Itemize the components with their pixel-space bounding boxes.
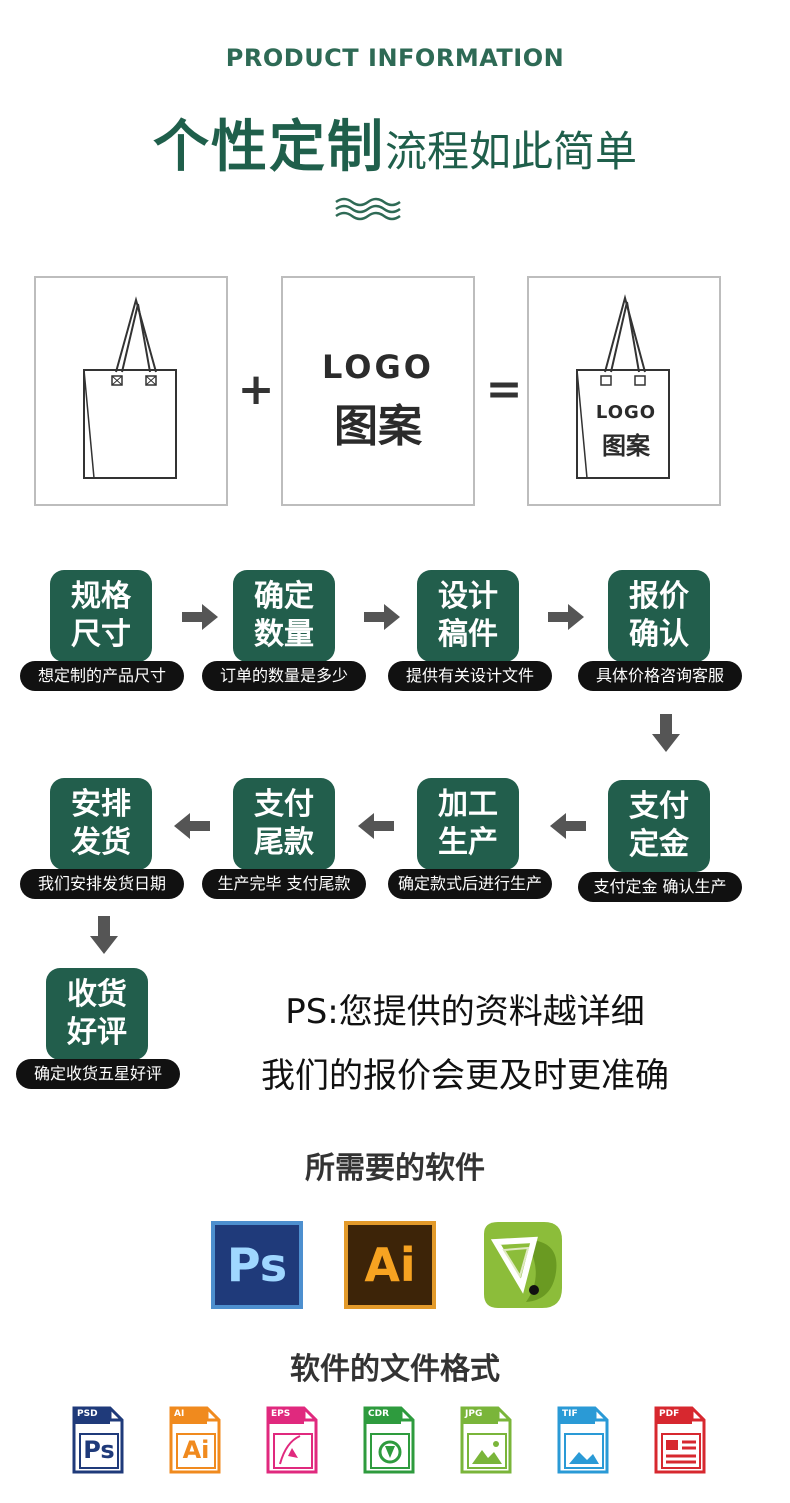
step-title: 数量 bbox=[254, 617, 314, 652]
software-title: 所需要的软件 bbox=[305, 1151, 485, 1186]
file-format-tag: EPS bbox=[271, 1409, 291, 1419]
equals-sign: = bbox=[485, 364, 523, 415]
printed-bag-panel: LOGO 图案 bbox=[527, 276, 721, 506]
step-title: 设计 bbox=[438, 579, 498, 614]
coreldraw-icon bbox=[474, 1220, 566, 1310]
eps-file-icon: EPS bbox=[266, 1406, 318, 1478]
step-caption: 具体价格咨询客服 bbox=[578, 661, 742, 691]
step-caption: 提供有关设计文件 bbox=[388, 661, 552, 691]
pdf-file-icon: PDF bbox=[654, 1406, 706, 1478]
formats-title: 软件的文件格式 bbox=[290, 1352, 500, 1387]
step-arrange-shipping: 安排 发货 bbox=[50, 778, 152, 870]
tote-bag-with-logo-icon bbox=[576, 294, 670, 479]
step-title: 发货 bbox=[71, 825, 131, 860]
step-title: 尾款 bbox=[254, 825, 314, 860]
step-title: 安排 bbox=[71, 787, 131, 822]
step-title: 稿件 bbox=[438, 617, 498, 652]
step-caption: 生产完毕 支付尾款 bbox=[202, 869, 366, 899]
arrow-right-icon bbox=[548, 604, 584, 630]
file-format-tag: PDF bbox=[659, 1409, 680, 1419]
step-spec-size: 规格 尺寸 bbox=[50, 570, 152, 662]
file-format-glyph: Ai bbox=[182, 1436, 210, 1464]
arrow-right-icon bbox=[182, 604, 218, 630]
step-title: 收货 bbox=[67, 977, 127, 1012]
file-format-tag: TIF bbox=[562, 1409, 578, 1419]
file-format-glyph: Ps bbox=[83, 1436, 115, 1464]
psd-file-icon: PSD Ps bbox=[72, 1406, 124, 1478]
step-title: 确定 bbox=[254, 579, 314, 614]
title-bold: 个性定制 bbox=[152, 115, 385, 180]
logo-word: LOGO bbox=[322, 348, 434, 386]
file-format-tag: PSD bbox=[77, 1409, 98, 1419]
step-receive-review: 收货 好评 bbox=[46, 968, 148, 1060]
photoshop-icon: Ps bbox=[211, 1221, 303, 1309]
page-title: 个性定制流程如此简单 bbox=[0, 102, 790, 183]
note-line-2: 我们的报价会更及时更准确 bbox=[261, 1056, 669, 1096]
arrow-right-icon bbox=[364, 604, 400, 630]
ai-file-icon: AI Ai bbox=[169, 1406, 221, 1478]
step-title: 加工 bbox=[438, 787, 498, 822]
arrow-left-icon bbox=[174, 813, 210, 839]
logo-panel: LOGO 图案 bbox=[281, 276, 475, 506]
step-pay-deposit: 支付 定金 bbox=[608, 780, 710, 872]
step-confirm-quantity: 确定 数量 bbox=[233, 570, 335, 662]
bag-logo-pattern-text: 图案 bbox=[602, 432, 650, 460]
note-line-1: PS:您提供的资料越详细 bbox=[285, 992, 645, 1032]
photoshop-label: Ps bbox=[226, 1238, 288, 1292]
step-title: 支付 bbox=[629, 789, 689, 824]
arrow-left-icon bbox=[358, 813, 394, 839]
step-processing: 加工 生产 bbox=[417, 778, 519, 870]
jpg-file-icon: JPG bbox=[460, 1406, 512, 1478]
illustrator-icon: Ai bbox=[344, 1221, 436, 1309]
arrow-down-icon bbox=[652, 714, 680, 752]
step-title: 定金 bbox=[629, 827, 689, 862]
step-caption: 确定款式后进行生产 bbox=[388, 869, 552, 899]
cdr-file-icon: CDR bbox=[363, 1406, 415, 1478]
step-title: 生产 bbox=[438, 825, 498, 860]
wave-divider-icon bbox=[335, 197, 401, 221]
step-title: 报价 bbox=[629, 579, 689, 614]
step-title: 尺寸 bbox=[71, 617, 131, 652]
logo-pattern-text: 图案 bbox=[334, 401, 422, 452]
step-caption: 想定制的产品尺寸 bbox=[20, 661, 184, 691]
plain-bag-panel bbox=[34, 276, 228, 506]
tote-bag-icon bbox=[83, 296, 177, 479]
step-caption: 我们安排发货日期 bbox=[20, 869, 184, 899]
file-format-tag: AI bbox=[174, 1409, 185, 1419]
step-pay-balance: 支付 尾款 bbox=[233, 778, 335, 870]
step-caption: 确定收货五星好评 bbox=[16, 1059, 180, 1089]
plus-sign: + bbox=[237, 364, 275, 415]
tif-file-icon: TIF bbox=[557, 1406, 609, 1478]
section-eyebrow: PRODUCT INFORMATION bbox=[225, 44, 565, 72]
illustrator-label: Ai bbox=[364, 1238, 416, 1292]
bag-logo-word: LOGO bbox=[595, 402, 657, 423]
step-title: 确认 bbox=[629, 617, 689, 652]
arrow-down-icon bbox=[90, 916, 118, 954]
title-rest: 流程如此简单 bbox=[384, 127, 637, 176]
step-caption: 支付定金 确认生产 bbox=[578, 872, 742, 902]
step-caption: 订单的数量是多少 bbox=[202, 661, 366, 691]
step-title: 规格 bbox=[71, 579, 131, 614]
arrow-left-icon bbox=[550, 813, 586, 839]
step-design-draft: 设计 稿件 bbox=[417, 570, 519, 662]
step-quote-confirm: 报价 确认 bbox=[608, 570, 710, 662]
file-format-tag: JPG bbox=[465, 1409, 483, 1419]
step-title: 好评 bbox=[67, 1015, 127, 1050]
file-format-tag: CDR bbox=[368, 1409, 390, 1419]
step-title: 支付 bbox=[254, 787, 314, 822]
